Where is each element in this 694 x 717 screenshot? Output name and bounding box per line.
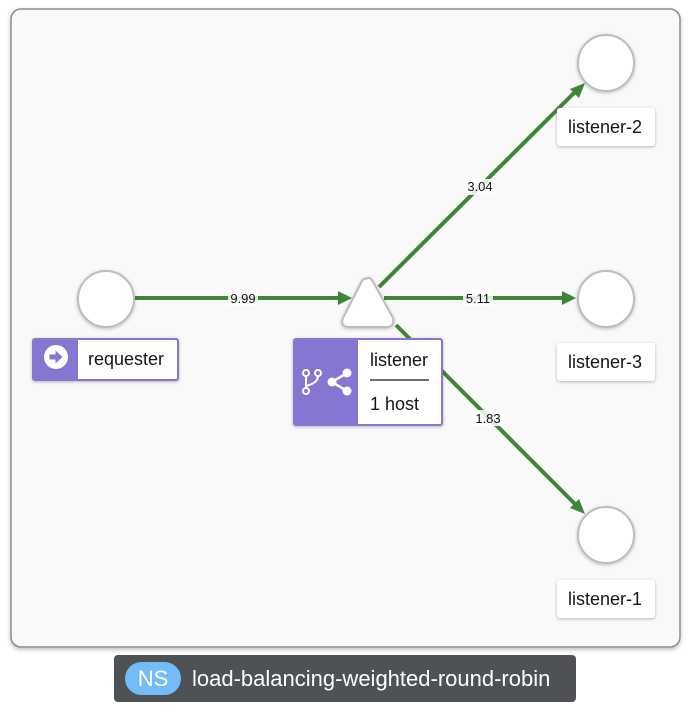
svg-text:5.11: 5.11: [466, 291, 490, 306]
edge-label-1-83: 1.83: [473, 410, 503, 426]
edge-label-9-99: 9.99: [228, 290, 258, 306]
requester-label[interactable]: requester: [32, 338, 179, 381]
requester-node[interactable]: [77, 270, 135, 328]
listener-service-hosts: 1 host: [370, 394, 420, 414]
listener-1-node[interactable]: [577, 506, 635, 564]
code-branch-icon: [301, 368, 323, 396]
listener-3-node[interactable]: [577, 270, 635, 328]
listener-2-node[interactable]: [577, 34, 635, 92]
arrow-circle-right-icon: [43, 344, 69, 375]
listener-service-node[interactable]: [341, 276, 395, 328]
edge-label-5-11: 5.11: [463, 290, 493, 306]
listener-2-label[interactable]: listener-2: [557, 108, 655, 146]
namespace-badge: NS: [125, 662, 181, 695]
listener-3-label[interactable]: listener-3: [557, 343, 655, 381]
requester-badge: [34, 340, 78, 379]
svg-text:9.99: 9.99: [230, 291, 255, 306]
listener-1-label-text: listener-1: [568, 588, 643, 609]
namespace-label[interactable]: NS load-balancing-weighted-round-robin: [114, 655, 576, 702]
listener-service-text: listener 1 host: [358, 340, 441, 424]
listener-1-label[interactable]: listener-1: [557, 580, 655, 618]
listener-service-label[interactable]: listener 1 host: [293, 338, 443, 426]
requester-label-text: requester: [88, 349, 165, 369]
listener-2-label-text: listener-2: [568, 116, 643, 137]
namespace-name: load-balancing-weighted-round-robin: [192, 665, 551, 691]
share-icon: [327, 368, 353, 396]
svg-text:1.83: 1.83: [475, 411, 500, 426]
listener-service-name: listener: [370, 349, 429, 381]
svg-text:3.04: 3.04: [467, 179, 492, 194]
listener-service-badge: [295, 340, 358, 424]
listener-3-label-text: listener-3: [568, 351, 643, 372]
namespace-group-box[interactable]: [10, 8, 681, 648]
edge-label-3-04: 3.04: [465, 179, 495, 195]
